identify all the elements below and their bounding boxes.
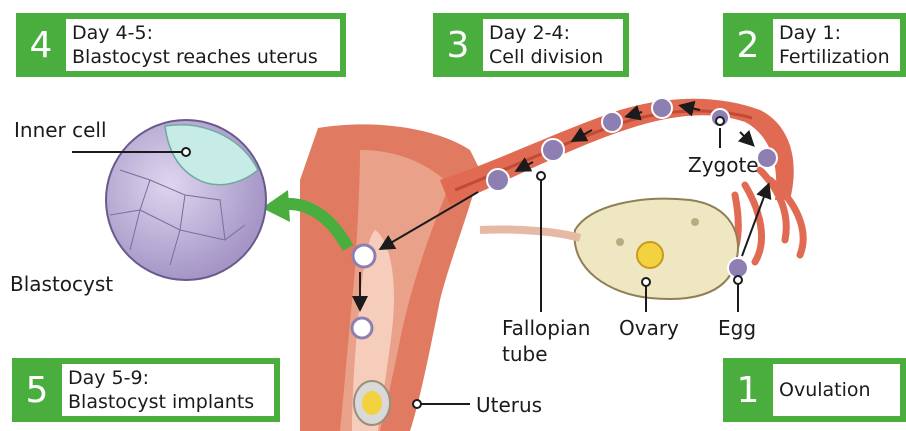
- step-number: 1: [723, 358, 773, 422]
- step-description: Fertilization: [779, 45, 900, 69]
- large-blastocyst: [106, 120, 266, 280]
- step-number: 4: [16, 13, 66, 77]
- ovary-follicle-small-2: [691, 218, 699, 226]
- zygote-label: Zygote: [688, 153, 759, 177]
- uterus-label: Uterus: [476, 393, 542, 417]
- fallopian-tube-label-line2: tube: [502, 342, 548, 366]
- fallopian-tube-label-line1: Fallopian: [502, 316, 590, 340]
- step-3-box: 3 Day 2-4: Cell division: [433, 13, 629, 77]
- step-day: Day 1:: [779, 21, 900, 45]
- step-number: 5: [12, 358, 62, 422]
- step-description: Cell division: [489, 45, 623, 69]
- morula-late-stage: [487, 169, 509, 191]
- step-day: Day 2-4:: [489, 21, 623, 45]
- two-cell-stage: [652, 98, 672, 118]
- step-description: Blastocyst implants: [68, 390, 274, 414]
- ovary-follicle: [637, 242, 663, 268]
- morula-stage: [542, 139, 564, 161]
- ovary-follicle-small-1: [616, 238, 624, 246]
- step-day: Day 4-5:: [72, 21, 340, 45]
- step-2-box: 2 Day 1: Fertilization: [723, 13, 906, 77]
- step-1-box: 1 Ovulation: [723, 358, 906, 422]
- step-day: Day 5-9:: [68, 366, 274, 390]
- implanted-blastocyst: [354, 381, 390, 425]
- step-5-box: 5 Day 5-9: Blastocyst implants: [12, 358, 280, 422]
- step-4-box: 4 Day 4-5: Blastocyst reaches uterus: [16, 13, 346, 77]
- fertilized-egg-cell: [757, 148, 777, 168]
- step-number: 2: [723, 13, 773, 77]
- step-number: 3: [433, 13, 483, 77]
- blastocyst-hatching: [352, 318, 372, 338]
- inner-cell-label: Inner cell: [14, 118, 107, 142]
- egg-label: Egg: [718, 316, 756, 340]
- blastocyst-label: Blastocyst: [10, 272, 113, 296]
- ovary-label: Ovary: [619, 316, 679, 340]
- step-description: Blastocyst reaches uterus: [72, 45, 340, 69]
- ovarian-ligament: [480, 229, 580, 238]
- four-cell-stage: [602, 112, 622, 132]
- step-description: Ovulation: [779, 378, 900, 402]
- blastocyst-in-uterus: [353, 245, 375, 267]
